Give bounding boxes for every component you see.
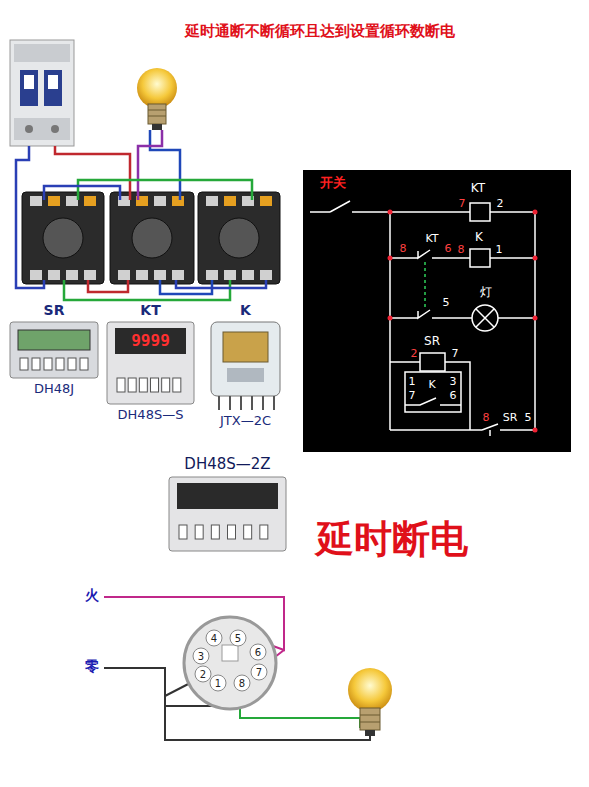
circuit-label: 火 xyxy=(84,588,100,603)
circuit-label: 8 xyxy=(399,243,408,255)
socket-key xyxy=(222,645,238,661)
device-label: K xyxy=(240,302,251,318)
circuit-label: 零 xyxy=(84,659,100,674)
pin-number: 2 xyxy=(199,669,207,680)
circuit-label: 3 xyxy=(449,376,458,388)
device-label: KT xyxy=(140,302,160,318)
circuit-label: KT xyxy=(470,182,486,195)
circuit-label: 7 xyxy=(451,348,460,360)
octal-socket xyxy=(184,617,276,709)
light-bulb xyxy=(137,68,177,130)
pin-number: 3 xyxy=(197,651,205,662)
socket-terminals xyxy=(30,196,272,280)
pin-number: 8 xyxy=(238,678,246,689)
circuit-label: 5 xyxy=(442,297,451,309)
circuit-label: K xyxy=(474,231,484,244)
device-label: JTX—2C xyxy=(220,414,271,429)
schematic-wires xyxy=(310,201,535,436)
circuit-label: 6 xyxy=(444,243,453,255)
circuit-label: SR xyxy=(423,335,441,348)
pin-holes xyxy=(193,630,267,691)
circuit-label: 1 xyxy=(408,376,417,388)
wires xyxy=(16,130,266,300)
device-label: DH48S—2Z xyxy=(184,456,270,473)
circuit-label: 2 xyxy=(410,348,419,360)
relay-sockets xyxy=(22,192,280,284)
circuit-label: 6 xyxy=(449,390,458,402)
device-picture xyxy=(8,318,100,382)
junction-dots xyxy=(388,210,538,433)
device-box: DH48S—2Z xyxy=(165,456,290,555)
pin-number: 5 xyxy=(234,633,242,644)
device-box: SR DH48J xyxy=(8,302,100,397)
schematic-panel xyxy=(303,170,571,452)
circuit-label: 5 xyxy=(524,412,533,424)
device-box: KT 9999DH48S—S xyxy=(103,302,198,423)
device-label: SR xyxy=(44,302,65,318)
bottom-wires xyxy=(104,597,370,740)
pin-number: 7 xyxy=(255,667,263,678)
circuit-label: 灯 xyxy=(479,286,493,299)
section-heading: 延时断电 xyxy=(315,519,469,561)
device-label: DH48S—S xyxy=(118,408,184,423)
circuit-label: 7 xyxy=(458,198,467,210)
pin-number: 4 xyxy=(210,633,218,644)
title: 延时通断不断循环且达到设置循环数断电 xyxy=(185,22,455,41)
circuit-label: 8 xyxy=(482,412,491,424)
circuit-label: 1 xyxy=(495,244,504,256)
circuit-label: KT xyxy=(424,233,439,245)
device-picture xyxy=(165,473,290,555)
display-digits: 9999 xyxy=(103,332,198,350)
circuit-label: K xyxy=(427,379,436,391)
pin-number: 1 xyxy=(214,678,222,689)
circuit-label: 8 xyxy=(457,244,466,256)
device-picture xyxy=(203,318,288,414)
light-bulb xyxy=(348,668,392,736)
linkage xyxy=(424,262,426,310)
circuit-label: 7 xyxy=(408,390,417,402)
pin-number: 6 xyxy=(254,647,262,658)
circuit-breaker xyxy=(10,40,74,146)
circuit-label: SR xyxy=(502,412,519,424)
circuit-label: 2 xyxy=(496,198,505,210)
device-label: DH48J xyxy=(34,382,74,397)
circuit-label: 开关 xyxy=(319,176,347,190)
device-box: K JTX—2C xyxy=(203,302,288,429)
